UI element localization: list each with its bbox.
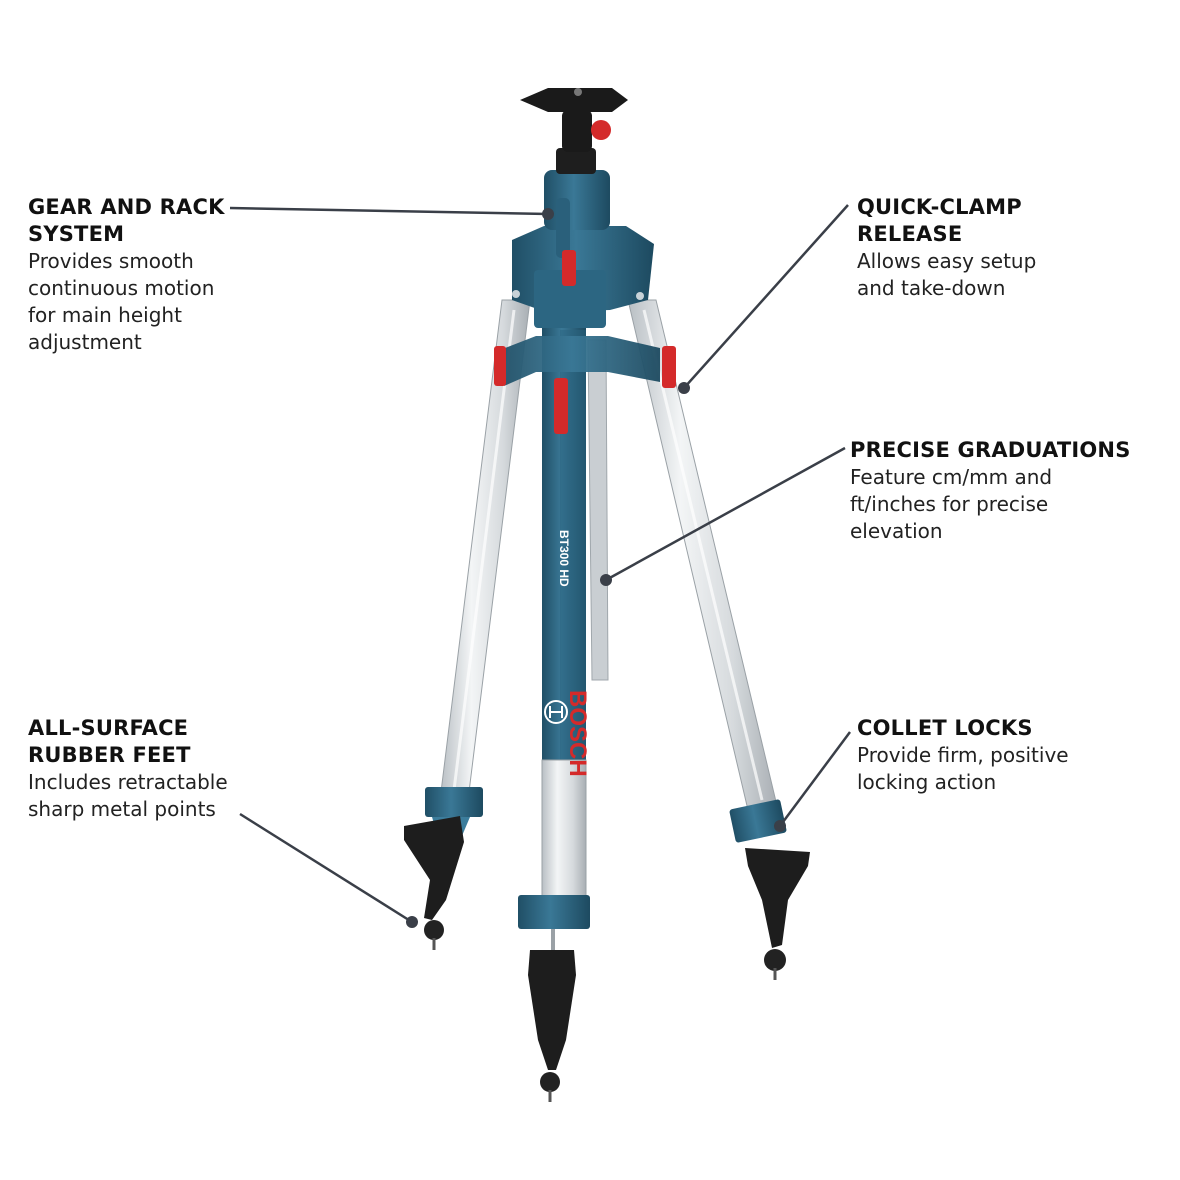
callout-feet-title-1: ALL-SURFACE xyxy=(28,716,189,740)
gear-crank-handle xyxy=(556,198,570,258)
left-rubber-foot xyxy=(404,816,464,920)
leader-dots xyxy=(406,208,786,928)
brand-logo: BOSCH xyxy=(564,690,591,777)
callout-grad-desc-2: ft/inches for precise xyxy=(850,492,1049,516)
callout-collet-title-1: COLLET LOCKS xyxy=(857,716,1033,740)
head-red-clamp xyxy=(562,250,576,286)
right-collet xyxy=(729,799,787,843)
leader-feet xyxy=(239,812,413,924)
leader-collet xyxy=(778,731,852,827)
callout-feet-title-2: RUBBER FEET xyxy=(28,743,191,767)
callout-gear-desc-1: Provides smooth xyxy=(28,249,194,273)
mounting-plate xyxy=(520,88,628,112)
callout-clamp-title-1: QUICK-CLAMP xyxy=(857,195,1022,219)
callout-gear-title-1: GEAR AND RACK xyxy=(28,195,225,219)
right-quick-clamp xyxy=(662,346,676,388)
spreader-band xyxy=(500,336,660,386)
callout-gear-desc-3: for main height xyxy=(28,303,182,327)
leader-clamp xyxy=(683,204,849,389)
left-collet xyxy=(425,787,483,817)
callout-collet-locks: COLLET LOCKS Provide firm, positive lock… xyxy=(857,715,1069,796)
callout-precise-graduations: PRECISE GRADUATIONS Feature cm/mm and ft… xyxy=(850,437,1131,545)
model-label: BT300 HD xyxy=(557,530,571,587)
callout-grad-title-1: PRECISE GRADUATIONS xyxy=(850,438,1131,462)
callout-gear-desc-2: continuous motion xyxy=(28,276,215,300)
left-quick-clamp xyxy=(494,346,506,386)
leader-grad xyxy=(605,446,846,582)
callout-clamp-title-2: RELEASE xyxy=(857,222,963,246)
callout-gear-desc-4: adjustment xyxy=(28,330,142,354)
center-rubber-foot xyxy=(528,950,576,1070)
leader-lines xyxy=(229,204,852,924)
rear-leg xyxy=(587,339,609,681)
callout-gear-and-rack: GEAR AND RACK SYSTEM Provides smooth con… xyxy=(28,194,225,356)
callout-clamp-desc-2: and take-down xyxy=(857,276,1006,300)
center-collet xyxy=(518,895,590,929)
callout-rubber-feet: ALL-SURFACE RUBBER FEET Includes retract… xyxy=(28,715,228,823)
center-leg: BOSCH BT300 HD xyxy=(518,310,591,1102)
center-red-clamp xyxy=(554,378,568,434)
left-leg xyxy=(404,299,531,950)
gear-rack-housing xyxy=(544,170,610,230)
callout-collet-desc-2: locking action xyxy=(857,770,997,794)
callout-gear-title-2: SYSTEM xyxy=(28,222,125,246)
head-column xyxy=(556,148,596,174)
callout-grad-desc-1: Feature cm/mm and xyxy=(850,465,1053,489)
brand-emblem-icon xyxy=(544,700,568,724)
right-leg xyxy=(627,299,810,980)
head-lock-knob xyxy=(591,120,611,140)
callout-clamp-desc-1: Allows easy setup xyxy=(857,249,1037,273)
head-lower-block xyxy=(534,270,606,328)
tripod-head xyxy=(512,88,654,328)
callout-collet-desc-1: Provide firm, positive xyxy=(857,743,1069,767)
callout-feet-desc-1: Includes retractable xyxy=(28,770,228,794)
right-rubber-foot xyxy=(745,848,810,948)
callout-feet-desc-2: sharp metal points xyxy=(28,797,216,821)
leader-gear xyxy=(229,206,549,216)
callout-quick-clamp: QUICK-CLAMP RELEASE Allows easy setup an… xyxy=(857,194,1036,302)
callout-grad-desc-3: elevation xyxy=(850,519,943,543)
